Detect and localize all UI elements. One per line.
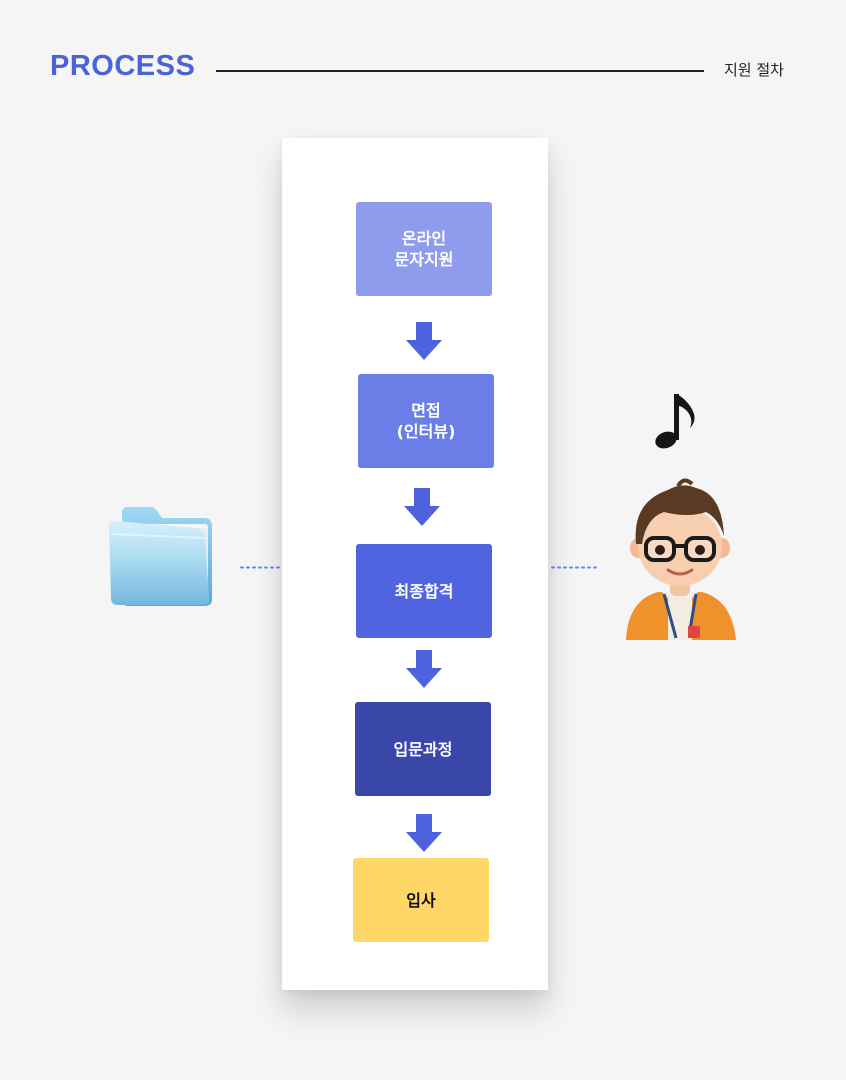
music-note-icon <box>655 394 695 449</box>
connector-dots-left <box>240 566 282 569</box>
step-label: 입문과정 <box>393 739 453 759</box>
arrow-down-icon <box>404 488 440 526</box>
step-label: 온라인 문자지원 <box>394 229 454 269</box>
connector-dots-right <box>550 566 598 569</box>
arrow-down-icon <box>406 650 442 688</box>
page-title: PROCESS <box>50 50 196 82</box>
step-join: 입사 <box>353 858 489 942</box>
page-subtitle: 지원 절차 <box>724 61 784 79</box>
step-final-pass: 최종합격 <box>356 544 492 638</box>
step-label: 입사 <box>406 890 436 910</box>
header-divider <box>216 70 704 72</box>
step-label: 면접 (인터뷰) <box>396 401 456 441</box>
step-online-apply: 온라인 문자지원 <box>356 202 492 296</box>
step-interview: 면접 (인터뷰) <box>358 374 494 468</box>
step-label: 최종합격 <box>394 581 454 601</box>
step-onboarding: 입문과정 <box>355 702 491 796</box>
avatar-icon <box>626 478 736 640</box>
process-card: 온라인 문자지원 면접 (인터뷰) 최종합격 입문과정 입사 <box>282 138 548 990</box>
arrow-down-icon <box>406 322 442 360</box>
folder-icon <box>109 507 212 606</box>
arrow-down-icon <box>406 814 442 852</box>
